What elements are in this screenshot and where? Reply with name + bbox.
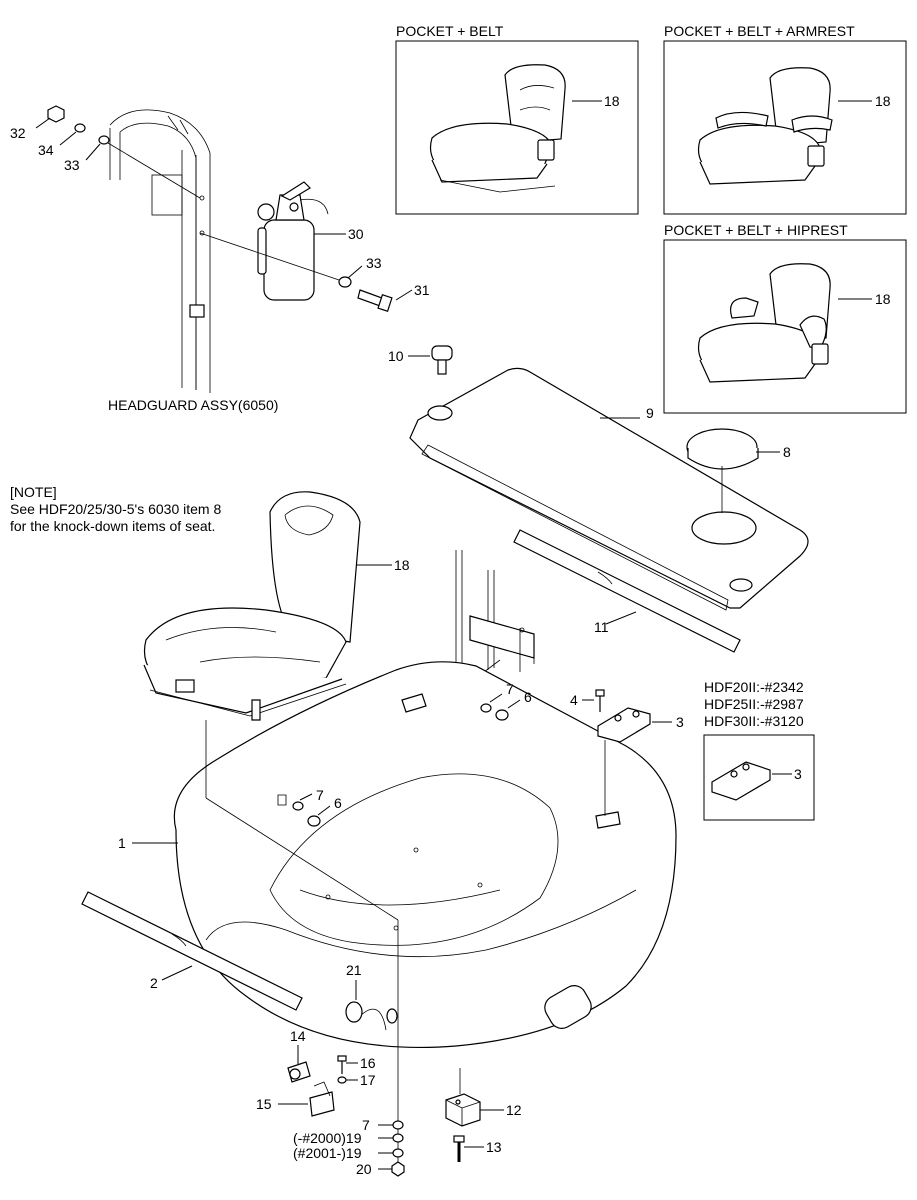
hardware-nut-washers — [47, 105, 393, 312]
callout-7: 7 — [506, 681, 514, 697]
grommet-21 — [345, 1001, 363, 1023]
callout-1: 1 — [118, 835, 126, 851]
variant-item-number: 18 — [875, 291, 891, 307]
callout-4: 4 — [570, 692, 578, 708]
callout-11: 11 — [594, 619, 609, 635]
bolt-13 — [453, 1135, 465, 1162]
callout-19-early: (-#2000)19 — [293, 1130, 362, 1146]
bumper-12 — [445, 1093, 481, 1127]
seat-illustration — [697, 263, 831, 383]
callout-3: 3 — [676, 714, 684, 730]
variant-title: POCKET + BELT + HIPREST — [664, 222, 848, 238]
seat-variant-pocket-belt-hiprest: POCKET + BELT + HIPREST 18 — [663, 222, 907, 414]
callout-14: 14 — [290, 1028, 306, 1044]
headguard-assembly: HEADGUARD ASSY(6050) — [108, 109, 278, 413]
callout-21: 21 — [346, 962, 362, 978]
callout-7: 7 — [316, 787, 324, 803]
main-hood — [173, 661, 677, 1049]
callout-31: 31 — [414, 282, 430, 298]
cover-panel — [409, 367, 809, 611]
fire-extinguisher — [257, 181, 329, 301]
callout-9: 9 — [646, 405, 654, 421]
main-seat — [143, 491, 361, 721]
variant-item-number: 18 — [604, 93, 620, 109]
seat-variant-pocket-belt-armrest: POCKET + BELT + ARMREST 18 — [663, 23, 907, 215]
seat-variant-pocket-belt: POCKET + BELT 18 — [395, 23, 639, 215]
callout-2: 2 — [150, 975, 158, 991]
callout-18: 18 — [394, 557, 410, 573]
washer-stack — [391, 1120, 405, 1177]
note-line-2: for the knock-down items of seat. — [10, 518, 215, 534]
edge-strip-right — [513, 529, 741, 653]
callout-17: 17 — [360, 1072, 376, 1088]
note-line-1: See HDF20/25/30-5's 6030 item 8 — [10, 501, 221, 517]
variant-item-number: 18 — [875, 93, 891, 109]
callout-19-late: (#2001-)19 — [293, 1145, 362, 1161]
callout-6: 6 — [334, 795, 342, 811]
seat-illustration — [429, 64, 566, 193]
variant-title: POCKET + BELT — [396, 23, 504, 39]
callout-33: 33 — [366, 255, 382, 271]
callout-3: 3 — [794, 766, 802, 782]
screw-16 — [337, 1055, 347, 1074]
headguard-label: HEADGUARD ASSY(6050) — [108, 397, 278, 413]
note-title: [NOTE] — [10, 484, 57, 500]
callout-33: 33 — [64, 157, 80, 173]
callout-7: 7 — [362, 1117, 370, 1133]
hinge — [597, 707, 651, 743]
serial-code-hdf30: HDF30II:-#3120 — [704, 713, 804, 729]
lock-14 — [287, 1061, 311, 1083]
bolt-4 — [595, 689, 605, 712]
callout-34: 34 — [38, 142, 54, 158]
callout-30: 30 — [348, 226, 364, 242]
callout-32: 32 — [10, 125, 26, 141]
callout-20: 20 — [356, 1161, 372, 1177]
callout-16: 16 — [360, 1055, 376, 1071]
cap — [686, 428, 759, 470]
callout-15: 15 — [256, 1096, 272, 1112]
edge-strip-left — [81, 891, 303, 1011]
serial-code-hdf25: HDF25II:-#2987 — [704, 696, 804, 712]
callout-10: 10 — [388, 348, 404, 364]
alt-hinge — [711, 761, 771, 801]
variant-title: POCKET + BELT + ARMREST — [664, 23, 855, 39]
callout-12: 12 — [506, 1102, 522, 1118]
knob — [431, 345, 453, 375]
callout-6: 6 — [524, 689, 532, 705]
seat-illustration — [697, 67, 833, 185]
serial-code-hdf20: HDF20II:-#2342 — [704, 679, 804, 695]
callout-13: 13 — [486, 1139, 502, 1155]
latch-bracket-15 — [309, 1081, 335, 1117]
callout-8: 8 — [783, 444, 791, 460]
